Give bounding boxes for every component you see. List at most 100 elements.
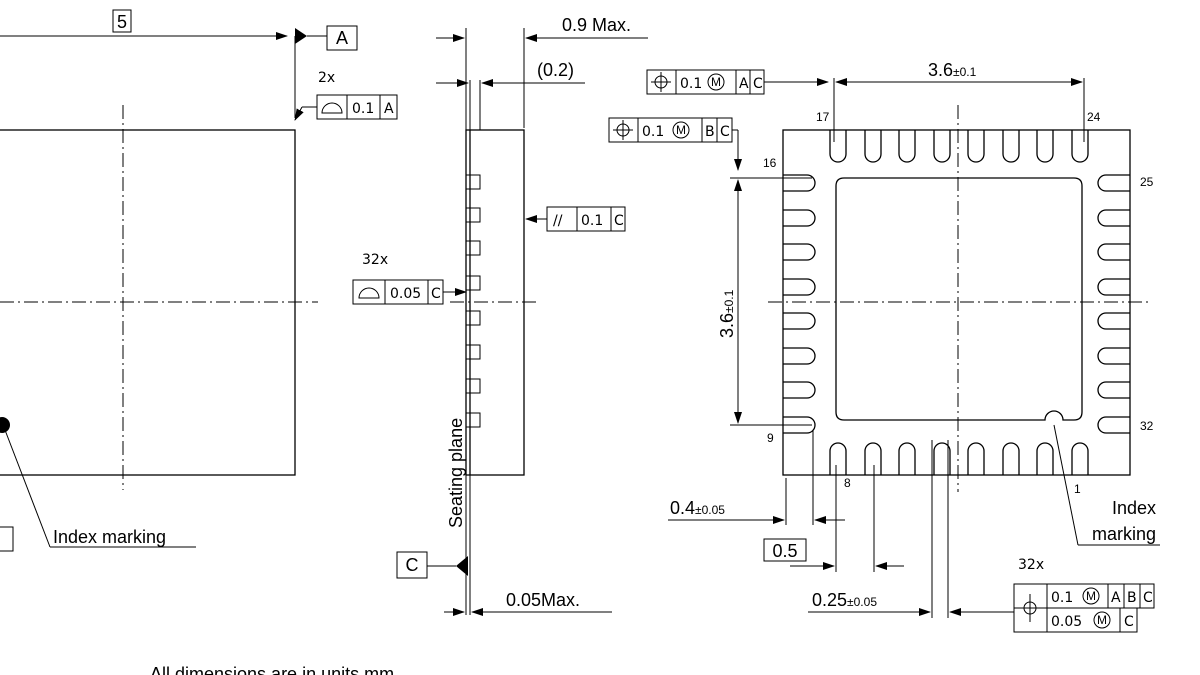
left-pad <box>783 278 816 296</box>
right-pad <box>1097 416 1130 434</box>
fcf-a-datum-2: C <box>753 76 763 92</box>
exposed-pad <box>835 177 1083 421</box>
datum-a-triangle <box>295 28 307 44</box>
height-dim: 3.6±0.1 <box>717 289 737 338</box>
index-marking-right-leader <box>1053 424 1079 546</box>
right-pad <box>1097 347 1130 365</box>
coplanarity-label: 0.05Max. <box>506 590 580 610</box>
pitch-value: 0.5 <box>772 541 797 561</box>
position-icon <box>651 72 671 92</box>
bottom-pad <box>933 442 951 475</box>
right-pad <box>1097 312 1130 330</box>
top-view: 5 A 2x 0.1 A Index marking <box>0 9 398 552</box>
left-pad <box>783 347 816 365</box>
index-marking-label: Index marking <box>53 527 166 547</box>
left-pad <box>783 312 816 330</box>
top-pad <box>1071 130 1089 163</box>
bottom-pad <box>1071 442 1089 475</box>
profile-count-label: 2x <box>318 70 335 86</box>
dim-5-box <box>112 9 132 33</box>
top-pad <box>864 130 882 163</box>
side-lead <box>465 207 481 223</box>
datum-a-box <box>326 25 358 51</box>
parallel-datum-value: C <box>614 213 624 229</box>
fcf-b-tol: 0.1 <box>642 124 664 140</box>
pin-17-label: 17 <box>816 110 830 124</box>
side-lead <box>465 174 481 190</box>
bottom-pad <box>1036 442 1054 475</box>
lead-profile-icon <box>358 287 380 299</box>
right-pad <box>1097 243 1130 261</box>
datum-a-label: A <box>336 28 348 48</box>
right-pad <box>1097 174 1130 192</box>
datum-c-triangle <box>456 556 468 576</box>
fcf-c-tol: 0.1 <box>1051 590 1073 606</box>
width-dim: 3.6±0.1 <box>928 60 977 80</box>
mmc-circle <box>707 73 725 91</box>
bottom-lead-count-label: 32x <box>1018 557 1044 573</box>
pin-32-label: 32 <box>1140 419 1154 433</box>
profile-datum-value: A <box>384 101 394 117</box>
partial-frame-left <box>0 526 14 552</box>
bottom-pads <box>783 130 1130 475</box>
dim-5-value: 5 <box>117 12 127 32</box>
side-lead <box>465 378 481 394</box>
fcf-b-datum-1: B <box>705 124 715 140</box>
right-pad <box>1097 209 1130 227</box>
fcf-a-mod: M <box>711 75 721 89</box>
left-pad <box>783 381 816 399</box>
width-value: 3.6 <box>928 60 953 80</box>
top-pad <box>829 130 847 163</box>
pad-width-value: 0.25 <box>812 590 847 610</box>
fcf-d-mod: M <box>1097 613 1107 627</box>
height-max-label: 0.9 Max. <box>562 15 631 35</box>
width-tol: ±0.1 <box>953 65 977 79</box>
index-marking-dot <box>0 417 10 433</box>
position-icon <box>613 120 633 140</box>
lead-profile-tol-value: 0.05 <box>390 286 421 302</box>
units-note: All dimensions are in units mm <box>150 664 394 675</box>
fcf-b-datum-2: C <box>720 124 730 140</box>
fcf-c-datum-2: B <box>1127 590 1137 606</box>
pin-24-label: 24 <box>1087 110 1101 124</box>
left-pad <box>783 209 816 227</box>
fcf-a-datum-1: A <box>739 76 749 92</box>
datum-c-label: C <box>406 555 419 575</box>
mmc-circle <box>672 121 690 139</box>
bottom-pad <box>967 442 985 475</box>
side-lead <box>465 310 481 326</box>
top-pad <box>1036 130 1054 163</box>
fcf-c-datum-1: A <box>1111 590 1121 606</box>
datum-c-box <box>396 551 428 579</box>
left-pad <box>783 174 816 192</box>
top-pad <box>933 130 951 163</box>
seating-plane-label: Seating plane <box>446 418 466 528</box>
bottom-pad <box>864 442 882 475</box>
side-lead <box>465 275 481 291</box>
profile-tol-value: 0.1 <box>352 101 374 117</box>
pad-len-tol: ±0.05 <box>695 503 725 517</box>
fcf-c-mod: M <box>1086 589 1096 603</box>
fcf-c-datum-3: C <box>1143 590 1153 606</box>
fcf-d-box <box>1013 607 1138 633</box>
right-pad <box>1097 278 1130 296</box>
fcf-b-mod: M <box>676 123 686 137</box>
pin-25-label: 25 <box>1140 175 1154 189</box>
mmc-circle <box>1082 587 1100 605</box>
bottom-pad <box>898 442 916 475</box>
parallel-tol-value: 0.1 <box>581 213 603 229</box>
pad-width-dim: 0.25±0.05 <box>812 590 877 610</box>
height-value: 3.6 <box>717 313 737 338</box>
fcf-d-datum-1: C <box>1124 614 1134 630</box>
profile-leader-arrow <box>294 106 304 121</box>
top-pad <box>967 130 985 163</box>
pin-9-label: 9 <box>767 431 774 445</box>
pin-1-label: 1 <box>1074 482 1081 496</box>
bottom-view: 0.1 M A C 0.1 M B C 3.6±0.1 3.6±0.1 <box>608 60 1160 633</box>
side-lead <box>465 344 481 360</box>
fcf-a-tol: 0.1 <box>680 76 702 92</box>
lead-count-label: 32x <box>362 252 388 268</box>
mmc-circle <box>1093 611 1111 629</box>
height-tol: ±0.1 <box>722 289 736 313</box>
